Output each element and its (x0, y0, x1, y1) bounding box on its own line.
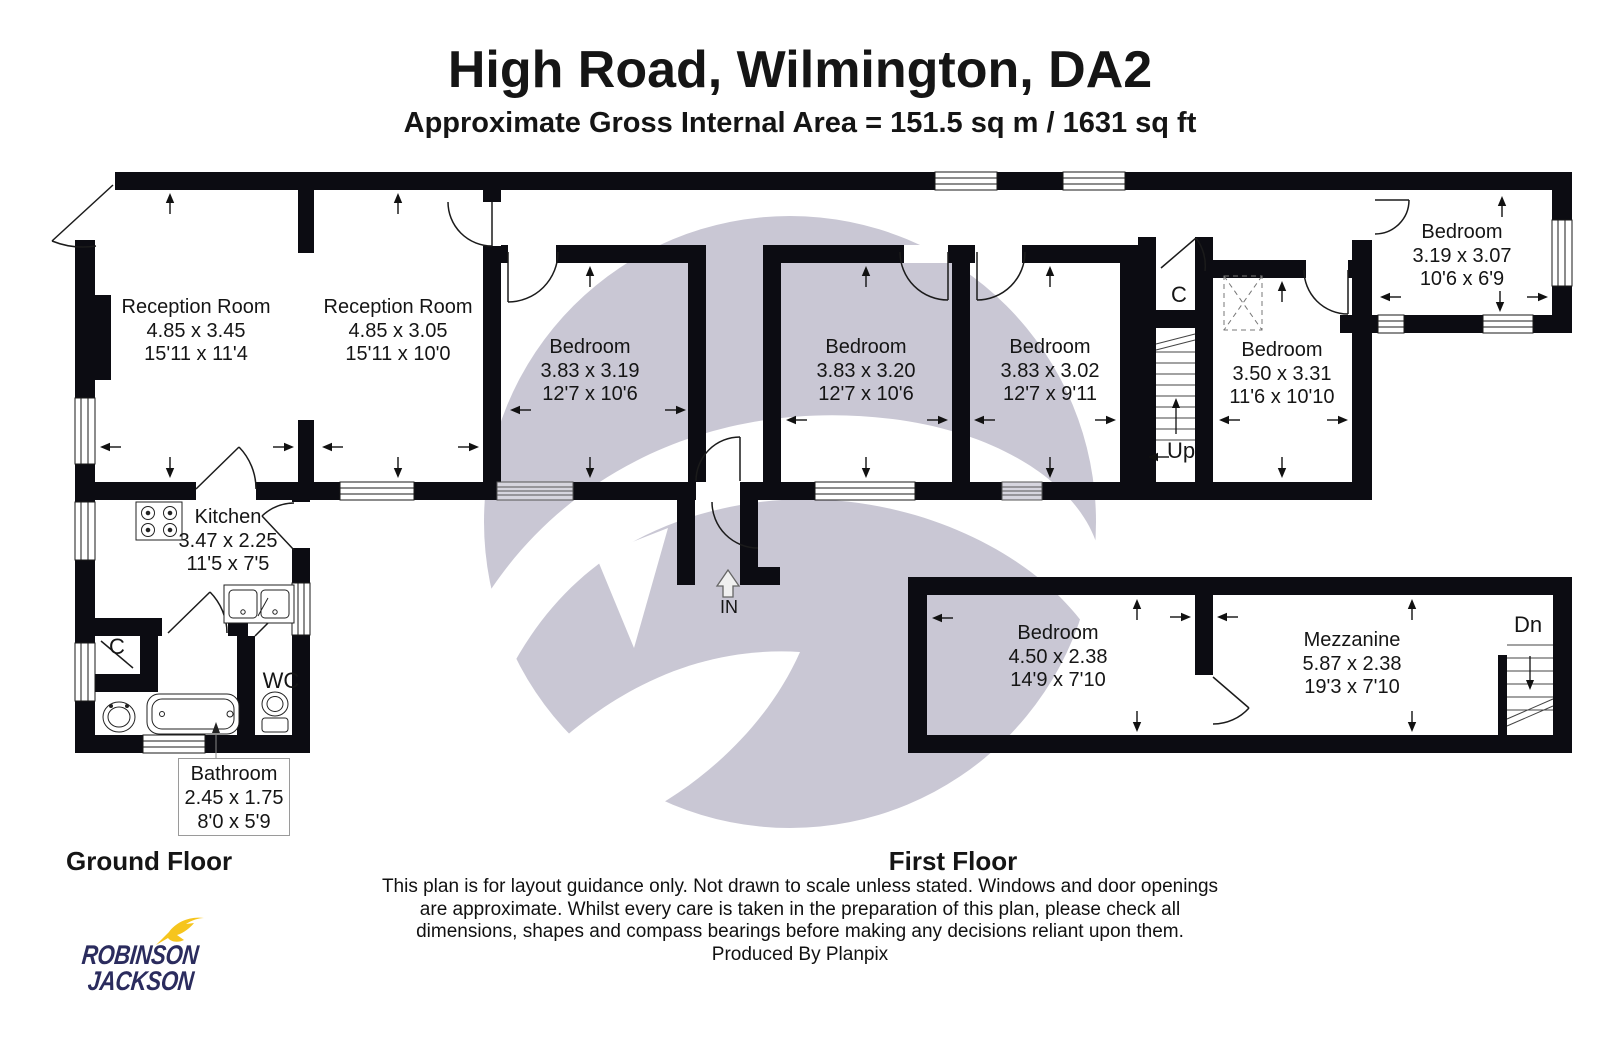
page-title: High Road, Wilmington, DA2 (447, 41, 1153, 99)
rooflight-symbol (1223, 275, 1263, 331)
logo-line-2: JACKSON (86, 966, 196, 996)
door-openings-layer (196, 202, 1348, 735)
basin-icon (102, 701, 136, 733)
toilet-icon (261, 691, 289, 733)
agency-logo: ROBINSON JACKSON (70, 916, 230, 1006)
bathtub-icon (146, 693, 240, 735)
sink-icon (223, 584, 295, 624)
stairs-down (1506, 644, 1554, 727)
stairs-down-label: Dn (1513, 612, 1543, 637)
swallow-icon (156, 917, 204, 945)
stove-icon (135, 501, 183, 541)
stairs-up-label: Up (1166, 438, 1196, 463)
bathroom-leader-line (212, 722, 220, 758)
closet-label-hall: C (1171, 282, 1187, 307)
first-floor-title: First Floor (888, 846, 1018, 876)
wc-label: WC (262, 668, 300, 693)
windows-layer (74, 171, 1573, 754)
disclaimer-text: This plan is for layout guidance only. N… (381, 876, 1219, 965)
watermark-logo (478, 216, 1098, 842)
entrance-arrow-icon (715, 568, 741, 598)
ground-floor-title: Ground Floor (66, 846, 233, 876)
page-subtitle: Approximate Gross Internal Area = 151.5 … (403, 107, 1197, 139)
doors-layer (51, 184, 1410, 725)
stairs-up (1155, 333, 1196, 441)
closet-label-wing: C (109, 634, 125, 659)
entrance-label: IN (720, 597, 738, 617)
